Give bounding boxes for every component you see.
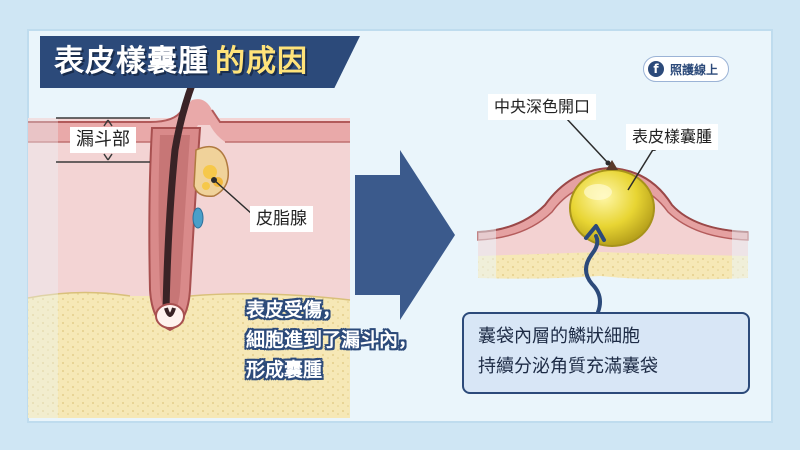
caption-line-3: 形成囊腫 xyxy=(246,359,323,381)
skin-section-left xyxy=(27,36,351,418)
brand-name: 照護線上 xyxy=(670,62,719,77)
info-box: 囊袋內層的鱗狀細胞 持續分泌角質充滿囊袋 xyxy=(462,312,750,394)
page-title: 表皮樣囊腫的成因 xyxy=(40,36,360,88)
opening-leader xyxy=(565,117,611,166)
skin-section-right xyxy=(477,160,750,285)
facebook-icon: f xyxy=(648,61,664,77)
funnel-bracket xyxy=(56,117,150,163)
title-main: 表皮樣囊腫 xyxy=(54,44,209,79)
title-highlight: 的成因 xyxy=(215,44,308,79)
caption-line-2: 細胞進到了漏斗內， xyxy=(246,329,418,351)
opening-label: 中央深色開口 xyxy=(488,94,597,120)
process-arrow xyxy=(355,150,455,320)
funnel-label: 漏斗部 xyxy=(70,127,136,153)
gland-label: 皮脂腺 xyxy=(250,206,313,232)
squiggle-arrow xyxy=(584,224,606,314)
info-line-1: 囊袋內層的鱗狀細胞 xyxy=(478,326,640,347)
cyst-label: 表皮樣囊腫 xyxy=(626,124,719,150)
gland-leader xyxy=(211,177,253,215)
brand-badge[interactable]: f 照護線上 xyxy=(643,56,730,82)
info-line-2: 持續分泌角質充滿囊袋 xyxy=(478,356,658,377)
caption-line-1: 表皮受傷， xyxy=(246,299,342,321)
